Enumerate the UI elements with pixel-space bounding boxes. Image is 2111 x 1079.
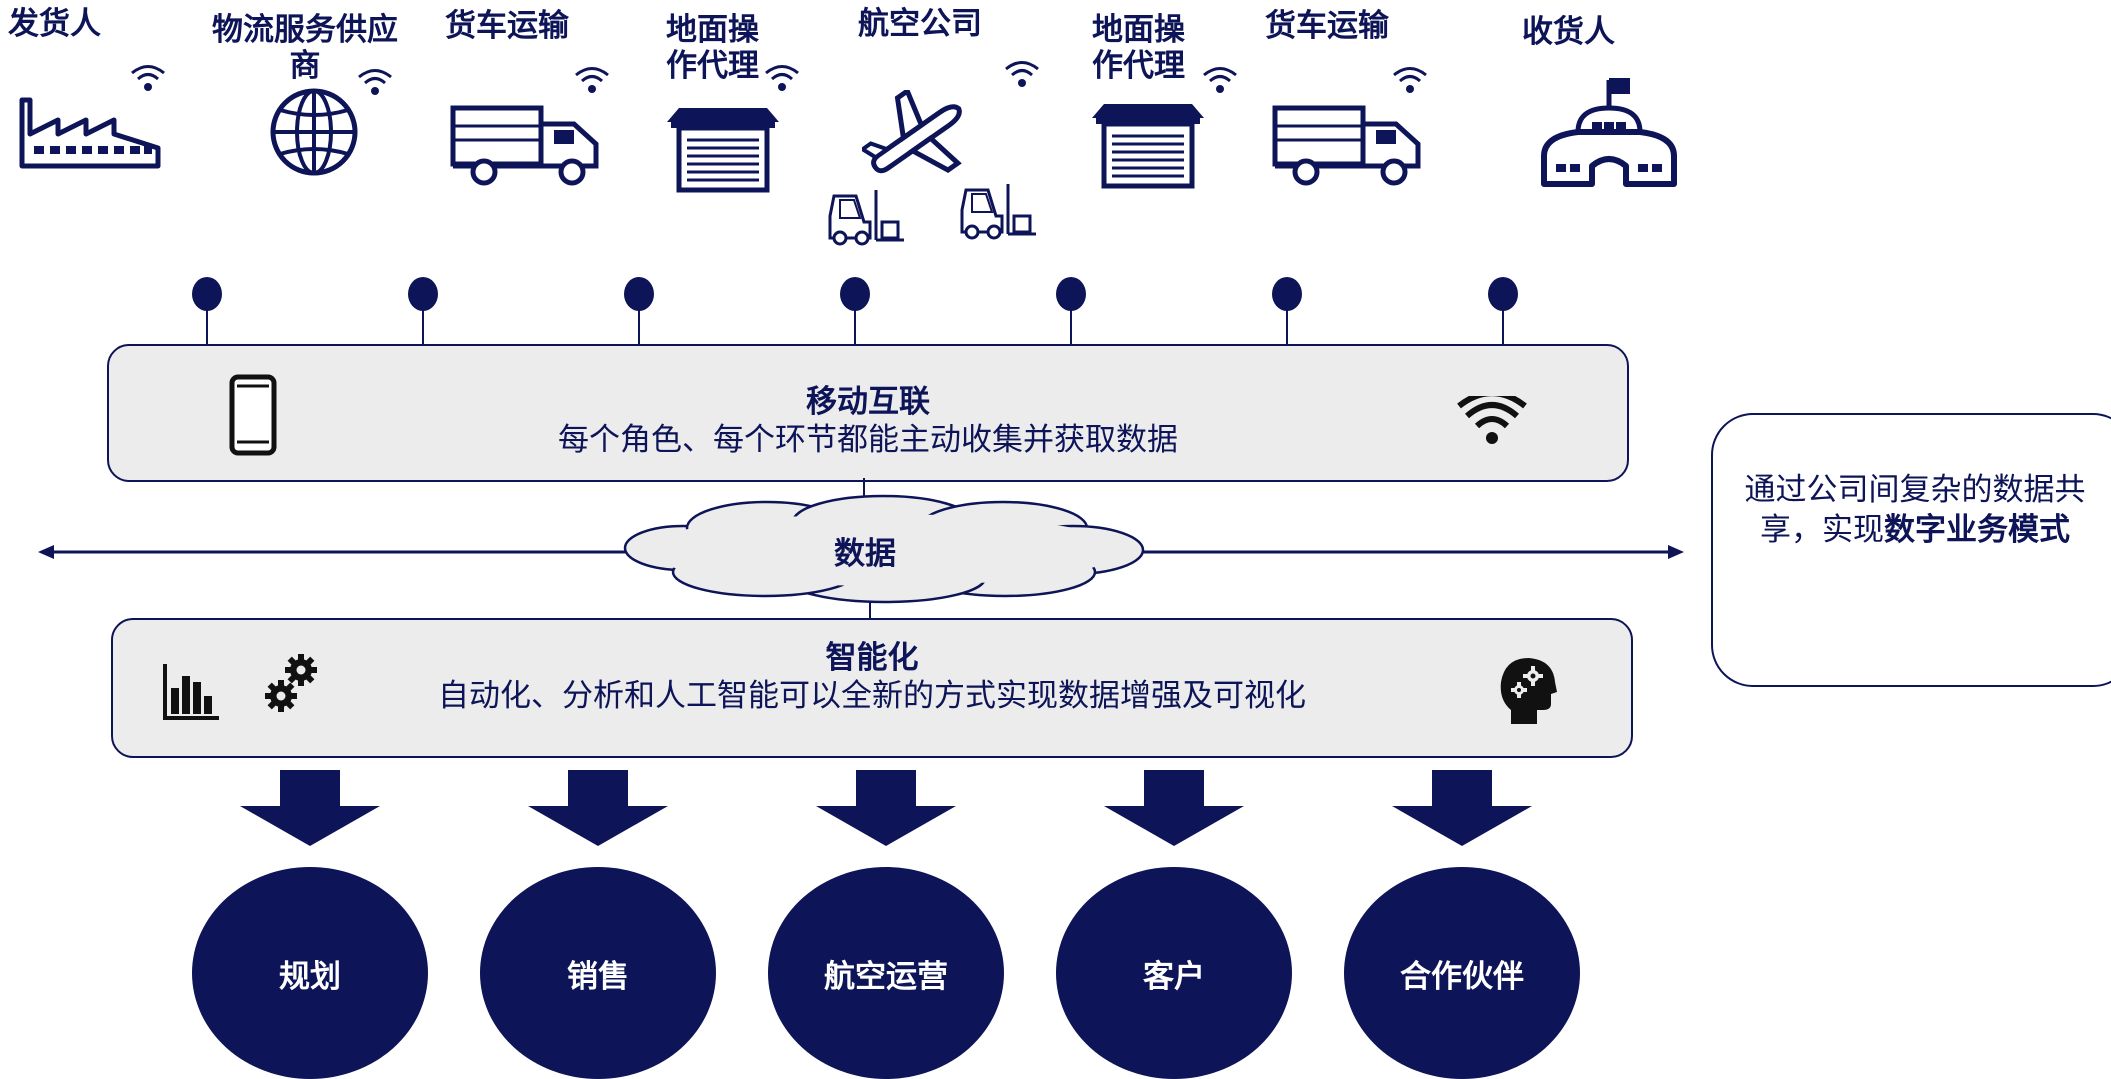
actor-label-ground-handler-1: 地面操作代理 [666,12,759,84]
timeline-pin-stem [1502,308,1504,346]
actor-label-shipper: 发货人 [8,6,101,42]
timeline-pin-stem [1286,308,1288,346]
warehouse-icon [1090,100,1206,190]
down-arrow [1392,770,1532,846]
timeline-pin-stem [638,308,640,346]
bar-chart-icon [163,664,219,720]
intelligence-band-subtitle: 自动化、分析和人工智能可以全新的方式实现数据增强及可视化 [438,678,1306,714]
truck-icon [1272,100,1424,186]
timeline-pin [1056,277,1086,311]
mobile-band-title: 移动互联 [806,384,930,420]
down-arrow [528,770,668,846]
timeline-pin [408,277,438,311]
timeline-pin [1272,277,1302,311]
side-note-text-bold: 数字业务模式 [1884,512,2070,548]
timeline-pin [840,277,870,311]
wifi-signal-icon [574,67,610,95]
timeline-pin-stem [854,308,856,346]
factory-icon [19,97,161,169]
airplane-icon [862,90,962,174]
outcome-partners: 合作伙伴 [1344,867,1580,1079]
timeline-pin [1488,277,1518,311]
connector-line [869,596,871,620]
outcome-airline-operations: 航空运营 [768,867,1004,1079]
timeline-pin-stem [1070,308,1072,346]
data-cloud-icon [623,494,1145,604]
wifi-signal-icon [357,69,393,97]
outcome-sales: 销售 [480,867,716,1079]
timeline-pin [624,277,654,311]
wifi-icon [1457,396,1527,444]
data-cloud-label: 数据 [834,536,896,572]
actor-label-logistics-provider: 物流服务供应商 [212,12,398,84]
down-arrow [1104,770,1244,846]
forklift-icon [828,188,906,246]
wifi-signal-icon [764,65,800,93]
building-icon [1541,78,1677,187]
ai-head-icon [1500,658,1557,724]
warehouse-icon [665,104,781,194]
truck-icon [450,100,602,186]
intelligence-band: 智能化 自动化、分析和人工智能可以全新的方式实现数据增强及可视化 [111,618,1633,758]
mobile-connectivity-band: 移动互联 每个角色、每个环节都能主动收集并获取数据 [107,344,1629,482]
side-note-box [1711,413,2111,687]
actor-label-trucking-2: 货车运输 [1265,8,1389,44]
down-arrow [816,770,956,846]
actor-label-trucking-1: 货车运输 [445,8,569,44]
wifi-signal-icon [1392,67,1428,95]
gears-icon [265,654,317,712]
actor-label-consignee: 收货人 [1522,14,1615,50]
forklift-icon [960,182,1038,240]
connector-line [863,478,865,506]
globe-icon [270,88,358,176]
timeline-pin [192,277,222,311]
actor-label-ground-handler-2: 地面操作代理 [1092,12,1185,84]
timeline-pin-stem [206,308,208,346]
side-note-text: 通过公司间复杂的数据共享，实现数字业务模式 [1740,470,2090,550]
intelligence-band-title: 智能化 [825,640,919,676]
smartphone-icon [229,374,277,456]
outcome-planning: 规划 [192,867,428,1079]
actor-label-airline: 航空公司 [858,6,982,42]
outcome-customers: 客户 [1056,867,1292,1079]
wifi-signal-icon [1202,67,1238,95]
mobile-band-subtitle: 每个角色、每个环节都能主动收集并获取数据 [558,422,1178,458]
wifi-signal-icon [1004,61,1040,89]
down-arrow [240,770,380,846]
timeline-pin-stem [422,308,424,346]
side-note-text-prefix: 通过公司间复杂的数据共享，实现 [1744,472,2086,548]
